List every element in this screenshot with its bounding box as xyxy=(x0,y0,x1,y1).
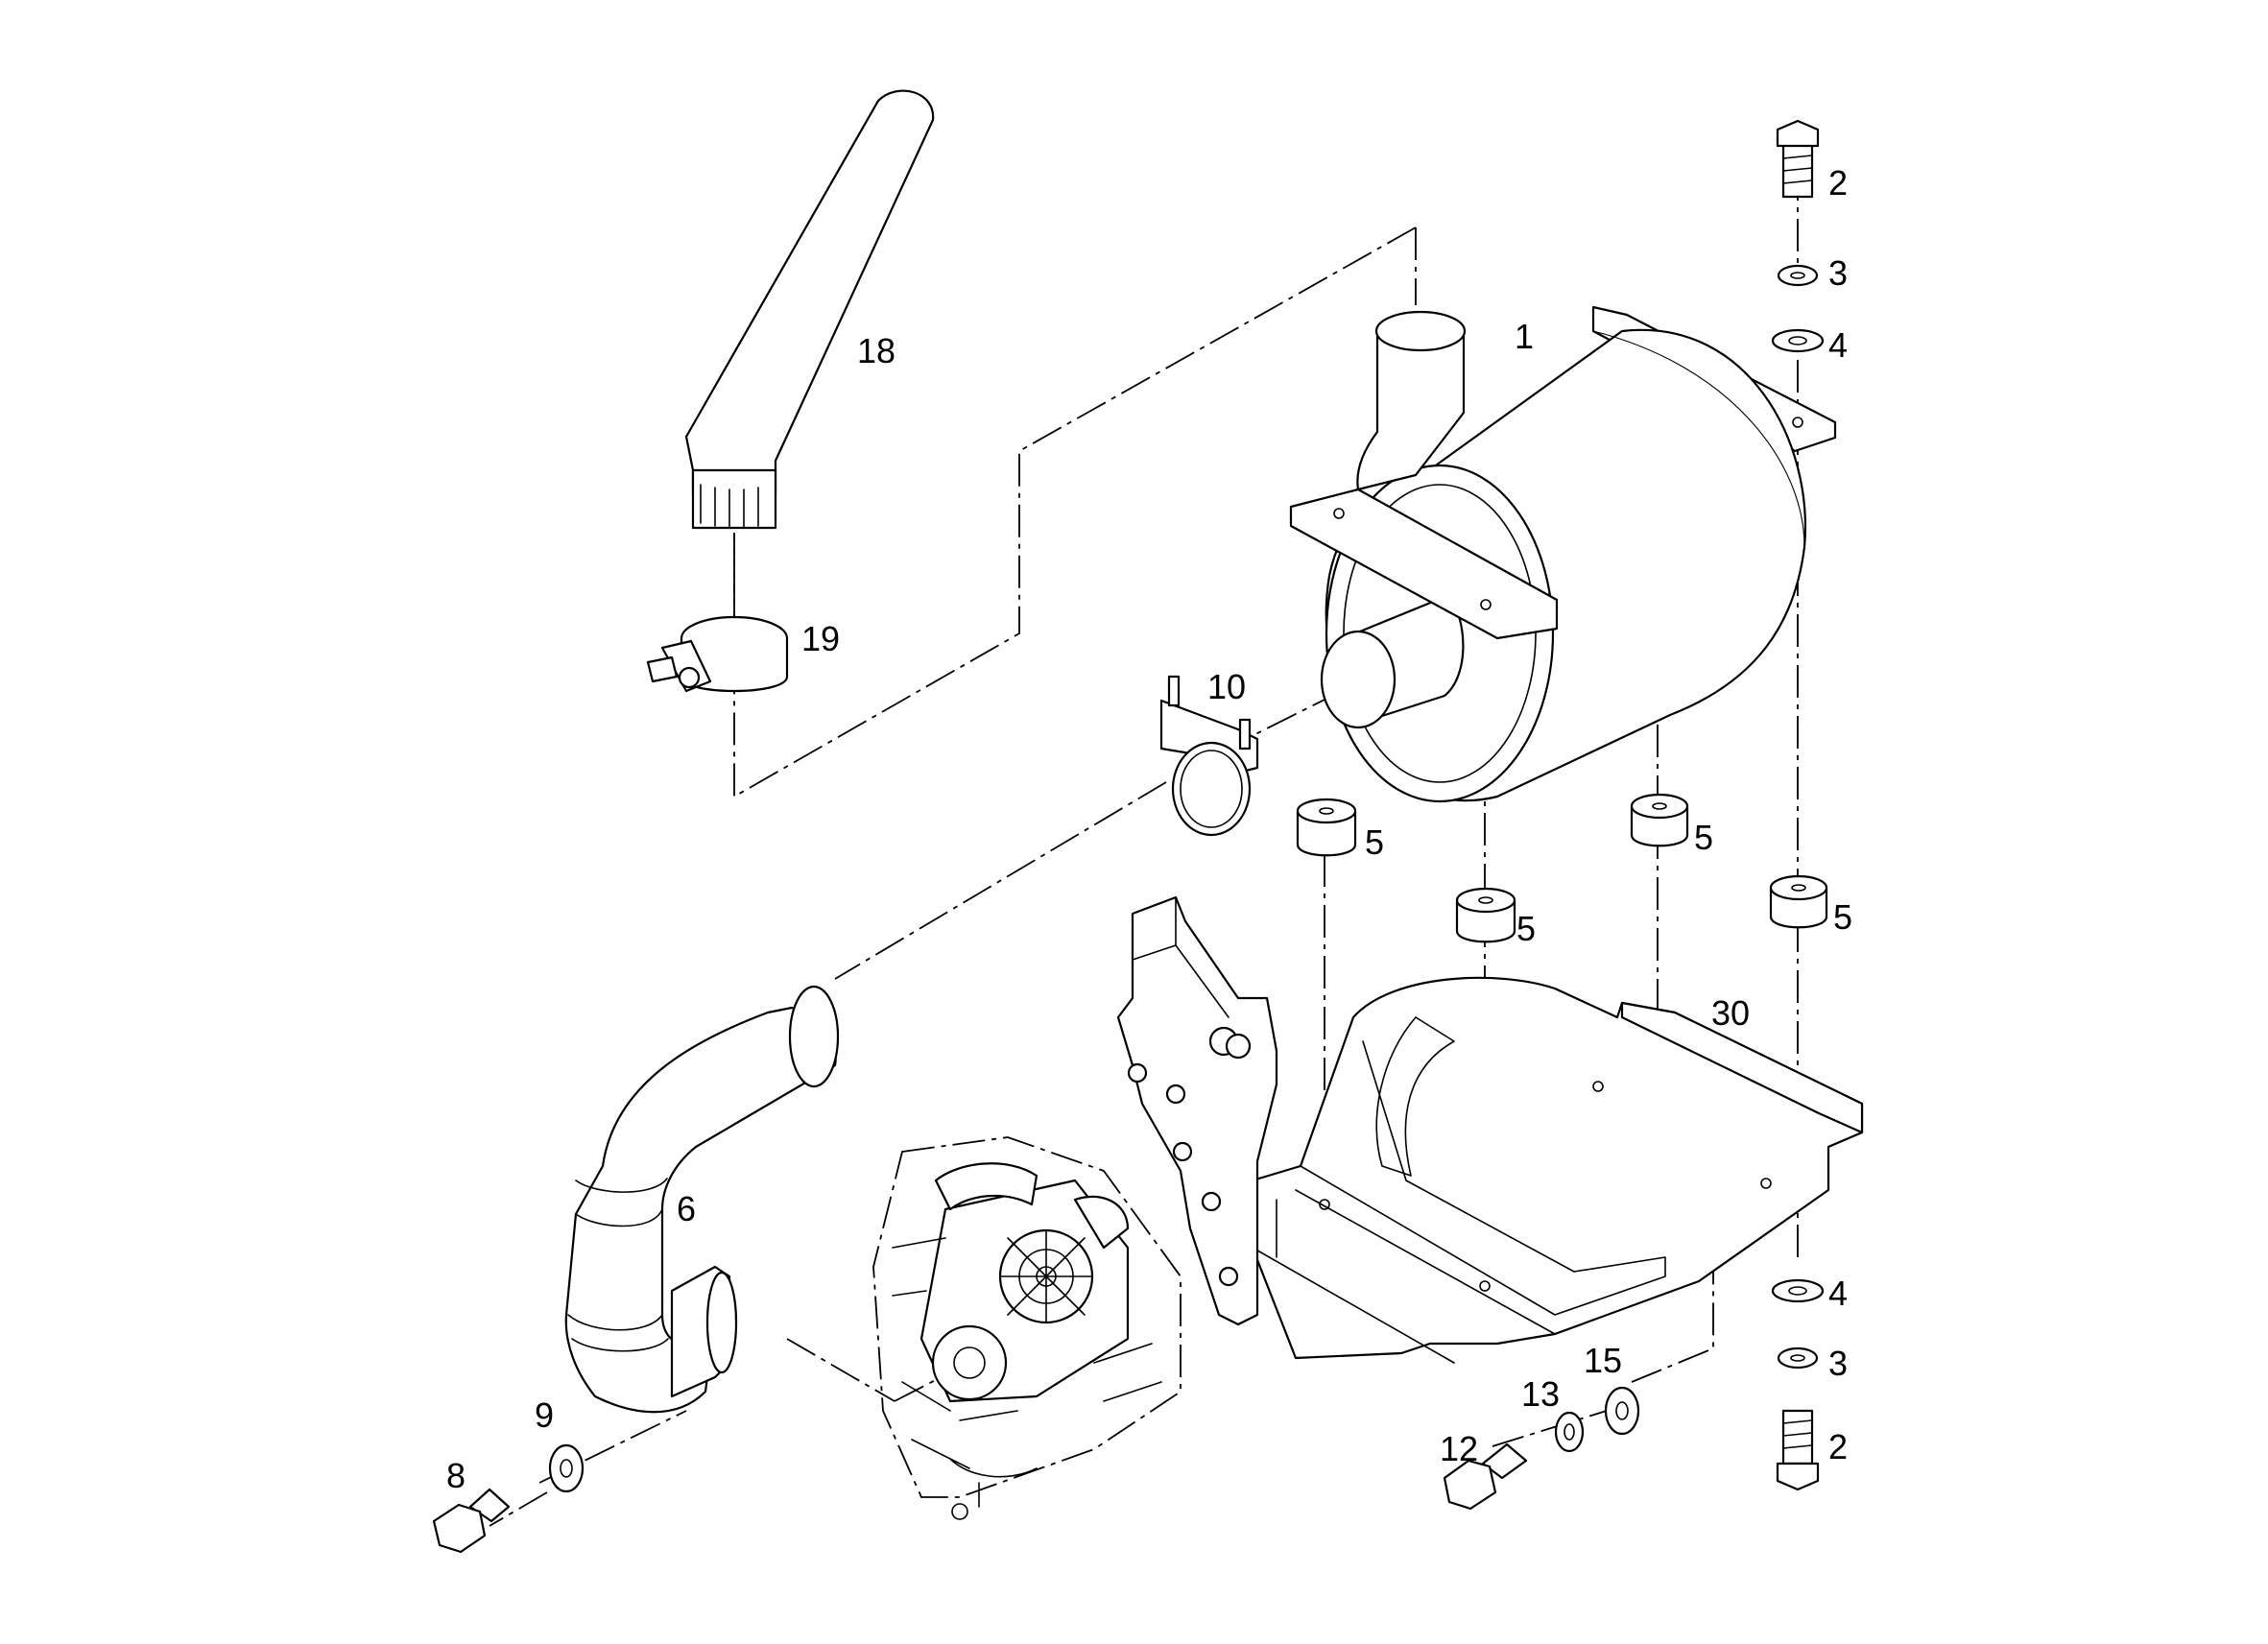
tailpipe xyxy=(684,89,935,530)
callout-15: 15 xyxy=(1584,1341,1622,1380)
callout-2-bottom: 2 xyxy=(1828,1427,1848,1466)
engine-block xyxy=(872,1136,1182,1520)
callout-3-top: 3 xyxy=(1828,253,1848,293)
callout-30: 30 xyxy=(1711,993,1750,1033)
callout-12: 12 xyxy=(1440,1429,1478,1468)
rubber-mount xyxy=(1296,798,1357,857)
callout-1: 1 xyxy=(1515,317,1534,356)
callout-18: 18 xyxy=(857,331,895,370)
callout-5-c: 5 xyxy=(1694,818,1713,857)
rubber-mount xyxy=(1630,793,1689,847)
lock-washer-top xyxy=(1777,264,1819,287)
u-bolt-clamp xyxy=(1159,675,1259,837)
flat-washer-bottom xyxy=(1771,1278,1825,1303)
bolt-8 xyxy=(432,1488,511,1554)
support-bracket xyxy=(1116,895,1278,1326)
callout-19: 19 xyxy=(801,619,840,658)
callout-3-bottom: 3 xyxy=(1828,1344,1848,1383)
pipe-clamp xyxy=(646,615,789,693)
callout-2-top: 2 xyxy=(1828,163,1848,203)
flat-washer-top xyxy=(1771,328,1825,353)
callout-5-b: 5 xyxy=(1516,909,1536,948)
lock-washer-bottom xyxy=(1777,1346,1819,1370)
callout-10: 10 xyxy=(1207,667,1246,706)
washer-9 xyxy=(548,1443,585,1493)
washer-13 xyxy=(1554,1411,1585,1453)
callout-5-d: 5 xyxy=(1833,897,1852,937)
rubber-mounts xyxy=(1296,793,1828,943)
rubber-mount xyxy=(1769,874,1828,929)
callout-4-bottom: 4 xyxy=(1828,1274,1848,1313)
callout-4-top: 4 xyxy=(1828,325,1848,365)
bolt-bottom xyxy=(1776,1409,1820,1491)
muffler xyxy=(1289,305,1837,803)
mounting-frame xyxy=(1251,976,1864,1364)
callout-8: 8 xyxy=(446,1456,466,1495)
washer-15 xyxy=(1604,1386,1640,1436)
callout-6: 6 xyxy=(677,1189,696,1228)
rubber-mount xyxy=(1455,887,1516,943)
exhaust-elbow-pipe xyxy=(564,985,840,1414)
callout-labels: 1 2 3 4 5 5 5 5 6 8 9 10 12 13 15 18 19 … xyxy=(446,163,1852,1495)
callout-5-a: 5 xyxy=(1365,822,1384,862)
bolt-12 xyxy=(1443,1442,1528,1511)
callout-9: 9 xyxy=(535,1395,554,1435)
bolt-top xyxy=(1776,119,1820,199)
callout-13: 13 xyxy=(1521,1374,1560,1414)
